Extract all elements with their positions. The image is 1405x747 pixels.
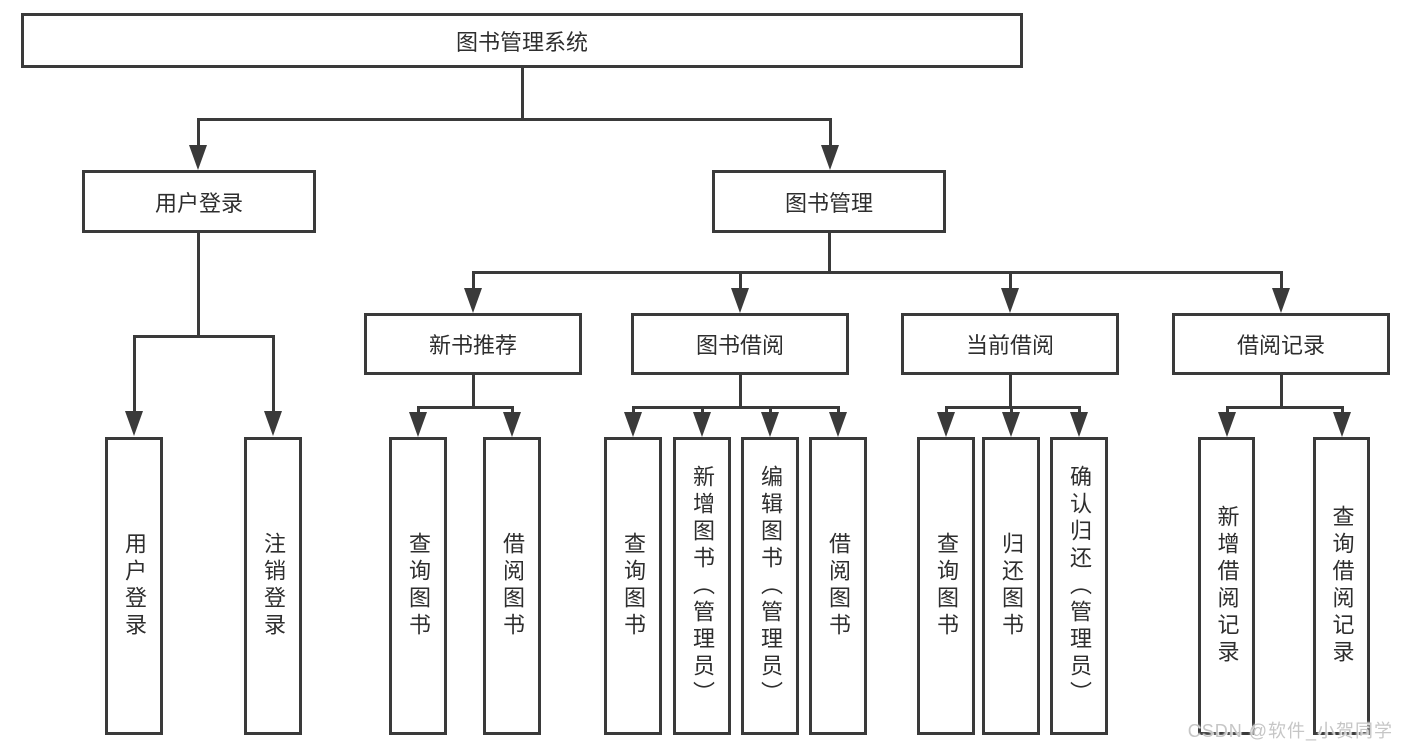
node-leaf-rec-borrow-books: 借阅图书 bbox=[483, 437, 541, 735]
arrow-down-icon bbox=[937, 412, 955, 437]
node-leaf-borrow-books: 借阅图书 bbox=[809, 437, 867, 735]
arrow-down-icon bbox=[464, 288, 482, 313]
connector-leaf-drop bbox=[701, 406, 704, 414]
csdn-watermark: CSDN @软件_小贺同学 bbox=[1187, 721, 1393, 741]
node-borrow-records: 借阅记录 bbox=[1172, 313, 1390, 375]
connector-user-login-drop bbox=[197, 118, 200, 148]
node-book-management: 图书管理 bbox=[712, 170, 946, 233]
arrow-down-icon bbox=[189, 145, 207, 170]
connector-group-stem bbox=[1009, 375, 1012, 408]
arrow-down-icon bbox=[821, 145, 839, 170]
arrow-down-icon bbox=[1002, 412, 1020, 437]
arrow-down-icon bbox=[264, 411, 282, 436]
arrow-down-icon bbox=[624, 412, 642, 437]
node-leaf-add-books-admin: 新增图书（管理员） bbox=[673, 437, 731, 735]
connector-leaf-drop bbox=[511, 406, 514, 414]
arrow-down-icon bbox=[693, 412, 711, 437]
node-book-borrow: 图书借阅 bbox=[631, 313, 849, 375]
node-leaf-logout: 注销登录 bbox=[244, 437, 302, 735]
connector-leaf-drop bbox=[1226, 406, 1229, 414]
arrow-down-icon bbox=[125, 411, 143, 436]
connector-leaf-drop bbox=[272, 335, 275, 413]
arrow-down-icon bbox=[829, 412, 847, 437]
node-current-borrow: 当前借阅 bbox=[901, 313, 1119, 375]
arrow-down-icon bbox=[1218, 412, 1236, 437]
connector-level3-drop bbox=[739, 271, 742, 293]
arrow-down-icon bbox=[1070, 412, 1088, 437]
arrow-down-icon bbox=[731, 288, 749, 313]
connector-user-login-bar bbox=[133, 335, 275, 338]
arrow-down-icon bbox=[1272, 288, 1290, 313]
connector-level3-drop bbox=[1009, 271, 1012, 293]
arrow-down-icon bbox=[409, 412, 427, 437]
node-new-book-recommend: 新书推荐 bbox=[364, 313, 582, 375]
node-user-login: 用户登录 bbox=[82, 170, 316, 233]
connector-leaf-drop bbox=[769, 406, 772, 414]
connector-level3-bar bbox=[472, 271, 1282, 274]
node-leaf-edit-books-admin: 编辑图书（管理员） bbox=[741, 437, 799, 735]
connector-user-login-stem bbox=[197, 233, 200, 337]
connector-book-mgmt-drop bbox=[829, 118, 832, 148]
connector-leaf-drop bbox=[945, 406, 948, 414]
node-root: 图书管理系统 bbox=[21, 13, 1023, 68]
connector-leaf-drop bbox=[1341, 406, 1344, 414]
node-leaf-query-borrow-record: 查询借阅记录 bbox=[1313, 437, 1370, 735]
connector-group-stem bbox=[739, 375, 742, 408]
connector-level3-drop bbox=[1280, 271, 1283, 293]
node-leaf-add-borrow-record: 新增借阅记录 bbox=[1198, 437, 1255, 735]
connector-root-stem bbox=[521, 68, 524, 120]
connector-leaf-drop bbox=[632, 406, 635, 414]
connector-group-stem bbox=[1280, 375, 1283, 408]
node-leaf-borrow-query-books: 查询图书 bbox=[604, 437, 662, 735]
arrow-down-icon bbox=[761, 412, 779, 437]
connector-leaf-drop bbox=[133, 335, 136, 413]
connector-leaf-drop bbox=[1078, 406, 1081, 414]
node-leaf-confirm-return-admin: 确认归还（管理员） bbox=[1050, 437, 1108, 735]
connector-book-mgmt-stem bbox=[828, 233, 831, 273]
node-leaf-return-books: 归还图书 bbox=[982, 437, 1040, 735]
node-leaf-user-login: 用户登录 bbox=[105, 437, 163, 735]
arrow-down-icon bbox=[1333, 412, 1351, 437]
connector-group-bar bbox=[1226, 406, 1343, 409]
connector-group-bar bbox=[632, 406, 839, 409]
connector-leaf-drop bbox=[1010, 406, 1013, 414]
connector-leaf-drop bbox=[837, 406, 840, 414]
node-leaf-current-query-books: 查询图书 bbox=[917, 437, 975, 735]
connector-level3-drop bbox=[472, 271, 475, 293]
arrow-down-icon bbox=[1001, 288, 1019, 313]
node-leaf-rec-query-books: 查询图书 bbox=[389, 437, 447, 735]
arrow-down-icon bbox=[503, 412, 521, 437]
connector-group-bar bbox=[417, 406, 513, 409]
connector-level2-bar bbox=[197, 118, 831, 121]
connector-group-stem bbox=[472, 375, 475, 408]
connector-leaf-drop bbox=[417, 406, 420, 414]
